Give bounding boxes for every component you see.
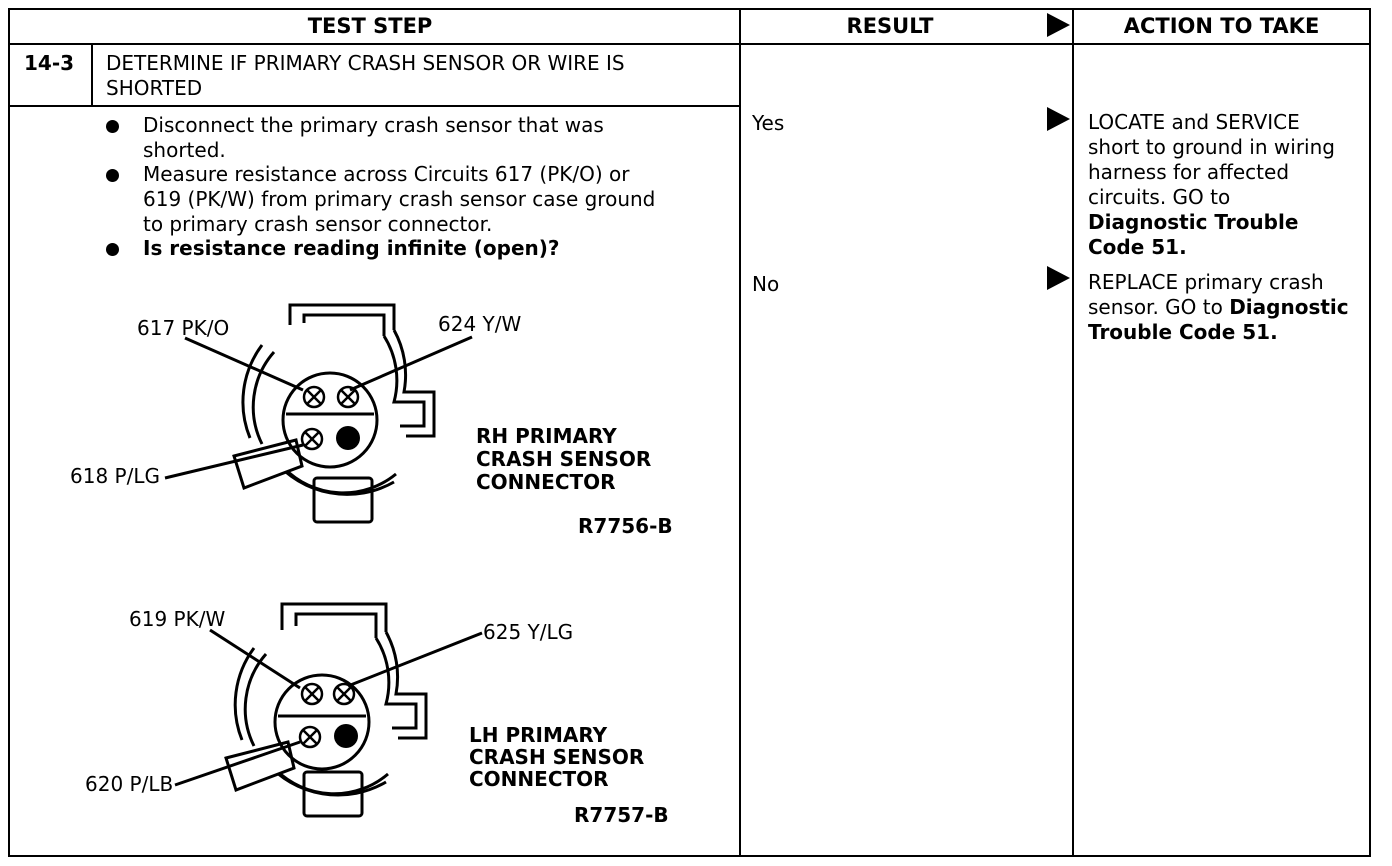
lh-connector-icon xyxy=(224,602,428,818)
lh-wire-625: 625 Y/LG xyxy=(483,620,574,644)
action-yes-line5: Diagnostic Trouble xyxy=(1088,210,1299,234)
step-number: 14-3 xyxy=(24,51,75,75)
lh-wire-620: 620 P/LB xyxy=(85,772,174,796)
yes-arrow-icon xyxy=(1047,107,1070,131)
header-result: RESULT xyxy=(846,14,934,38)
result-yes: Yes xyxy=(752,111,785,135)
action-yes-line2: short to ground in wiring xyxy=(1088,135,1335,159)
lh-ref: R7757-B xyxy=(574,803,669,827)
rh-wire-618: 618 P/LG xyxy=(70,464,160,488)
lh-label-line2: CRASH SENSOR xyxy=(469,745,645,769)
lh-label-line1: LH PRIMARY xyxy=(469,723,608,747)
action-yes-line6: Code 51. xyxy=(1088,235,1187,259)
lh-label-line3: CONNECTOR xyxy=(469,767,609,791)
action-no-line3: Trouble Code 51. xyxy=(1088,320,1278,344)
rh-wire-617: 617 PK/O xyxy=(137,316,230,340)
header-arrow-icon xyxy=(1047,13,1070,37)
rh-ref: R7756-B xyxy=(578,514,673,538)
action-yes-line1: LOCATE and SERVICE xyxy=(1088,110,1300,134)
instruction-2-line2: 619 (PK/W) from primary crash sensor cas… xyxy=(143,187,656,211)
result-no: No xyxy=(752,272,780,296)
instruction-1-line1: Disconnect the primary crash sensor that… xyxy=(143,113,604,137)
step-title-line1: DETERMINE IF PRIMARY CRASH SENSOR OR WIR… xyxy=(106,51,625,75)
action-no-line2-plain: sensor. GO to xyxy=(1088,295,1230,319)
instruction-3: Is resistance reading infinite (open)? xyxy=(143,236,560,260)
bullet-icon xyxy=(106,169,119,182)
rh-label-line3: CONNECTOR xyxy=(476,470,616,494)
action-no-line1: REPLACE primary crash xyxy=(1088,270,1324,294)
action-no-line2: sensor. GO to Diagnostic xyxy=(1088,295,1349,320)
instruction-2-line3: to primary crash sensor connector. xyxy=(143,212,493,236)
bullet-icon xyxy=(106,120,119,133)
bullet-icon xyxy=(106,243,119,256)
no-arrow-icon xyxy=(1047,266,1070,290)
action-no-line2-bold: Diagnostic xyxy=(1229,295,1349,319)
lh-wire-619: 619 PK/W xyxy=(129,607,226,631)
action-yes-line3: harness for affected xyxy=(1088,160,1290,184)
header-test-step: TEST STEP xyxy=(307,14,433,38)
rh-label-line1: RH PRIMARY xyxy=(476,424,617,448)
instruction-1-line2: shorted. xyxy=(143,138,226,162)
step-title-line2: SHORTED xyxy=(106,76,203,100)
rh-label-line2: CRASH SENSOR xyxy=(476,447,652,471)
header-action: ACTION TO TAKE xyxy=(1123,14,1320,38)
rh-connector-icon xyxy=(232,303,436,524)
instruction-2-line1: Measure resistance across Circuits 617 (… xyxy=(143,162,630,186)
action-yes-line4: circuits. GO to xyxy=(1088,185,1231,209)
rh-wire-624: 624 Y/W xyxy=(438,312,522,336)
